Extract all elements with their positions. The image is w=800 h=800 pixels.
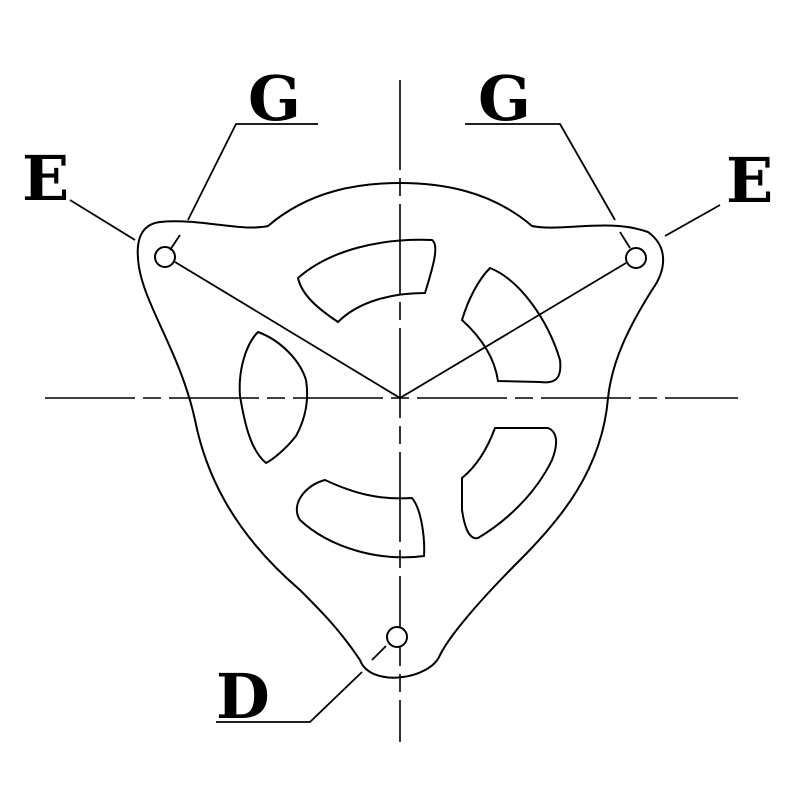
leader-e-left [69,199,136,241]
mounting-holes [154,246,647,648]
callout-labels: E G G E D [22,62,773,733]
slot-left [238,330,308,465]
label-e-right: E [726,144,773,217]
leader-g-right [465,123,616,221]
ventilation-slots [238,238,562,559]
leader-e-right [664,204,721,237]
leader-d [216,671,363,723]
hole-right [625,247,647,269]
hole-bottom [386,626,408,648]
slot-bottom [295,478,426,559]
slot-lower-right [461,427,558,540]
radius-line-right [399,262,627,399]
slot-top [296,238,437,324]
label-e-left: E [22,142,69,215]
leader-d-tip [371,645,387,661]
radius-lines [174,261,627,399]
slot-upper-right [460,266,562,384]
radius-line-left [174,261,401,399]
leader-lines [69,123,721,723]
leader-g-left [187,123,318,221]
label-g-left: G [248,62,301,135]
label-g-right: G [478,62,531,135]
leader-g-left-tip [169,234,181,251]
leader-g-right-tip [619,231,631,249]
hole-left [154,246,176,268]
label-d-bottom: D [216,660,270,733]
bracket-outline [136,181,665,679]
